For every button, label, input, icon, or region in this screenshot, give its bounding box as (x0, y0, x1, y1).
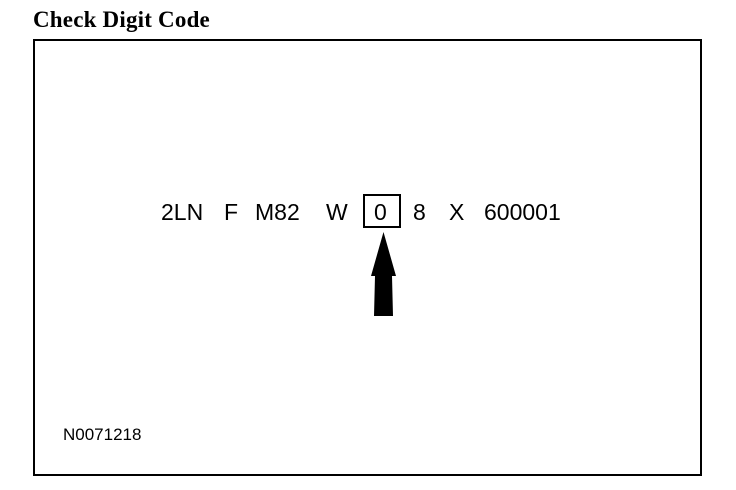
vin-segment-1: 2LN (161, 199, 204, 225)
diagram-frame (33, 39, 702, 476)
vin-segment-4: W (326, 199, 348, 225)
vin-segment-7: 600001 (484, 199, 561, 225)
vin-segment-3: M82 (255, 199, 300, 225)
check-digit-value: 0 (374, 199, 387, 225)
vin-segment-2: F (224, 199, 239, 225)
reference-code: N0071218 (63, 425, 142, 444)
up-arrow-icon (371, 232, 396, 316)
diagram-title: Check Digit Code (33, 7, 210, 32)
vin-segment-5: 8 (413, 199, 426, 225)
vin-segment-6: X (449, 199, 465, 225)
check-digit-box (363, 194, 401, 228)
